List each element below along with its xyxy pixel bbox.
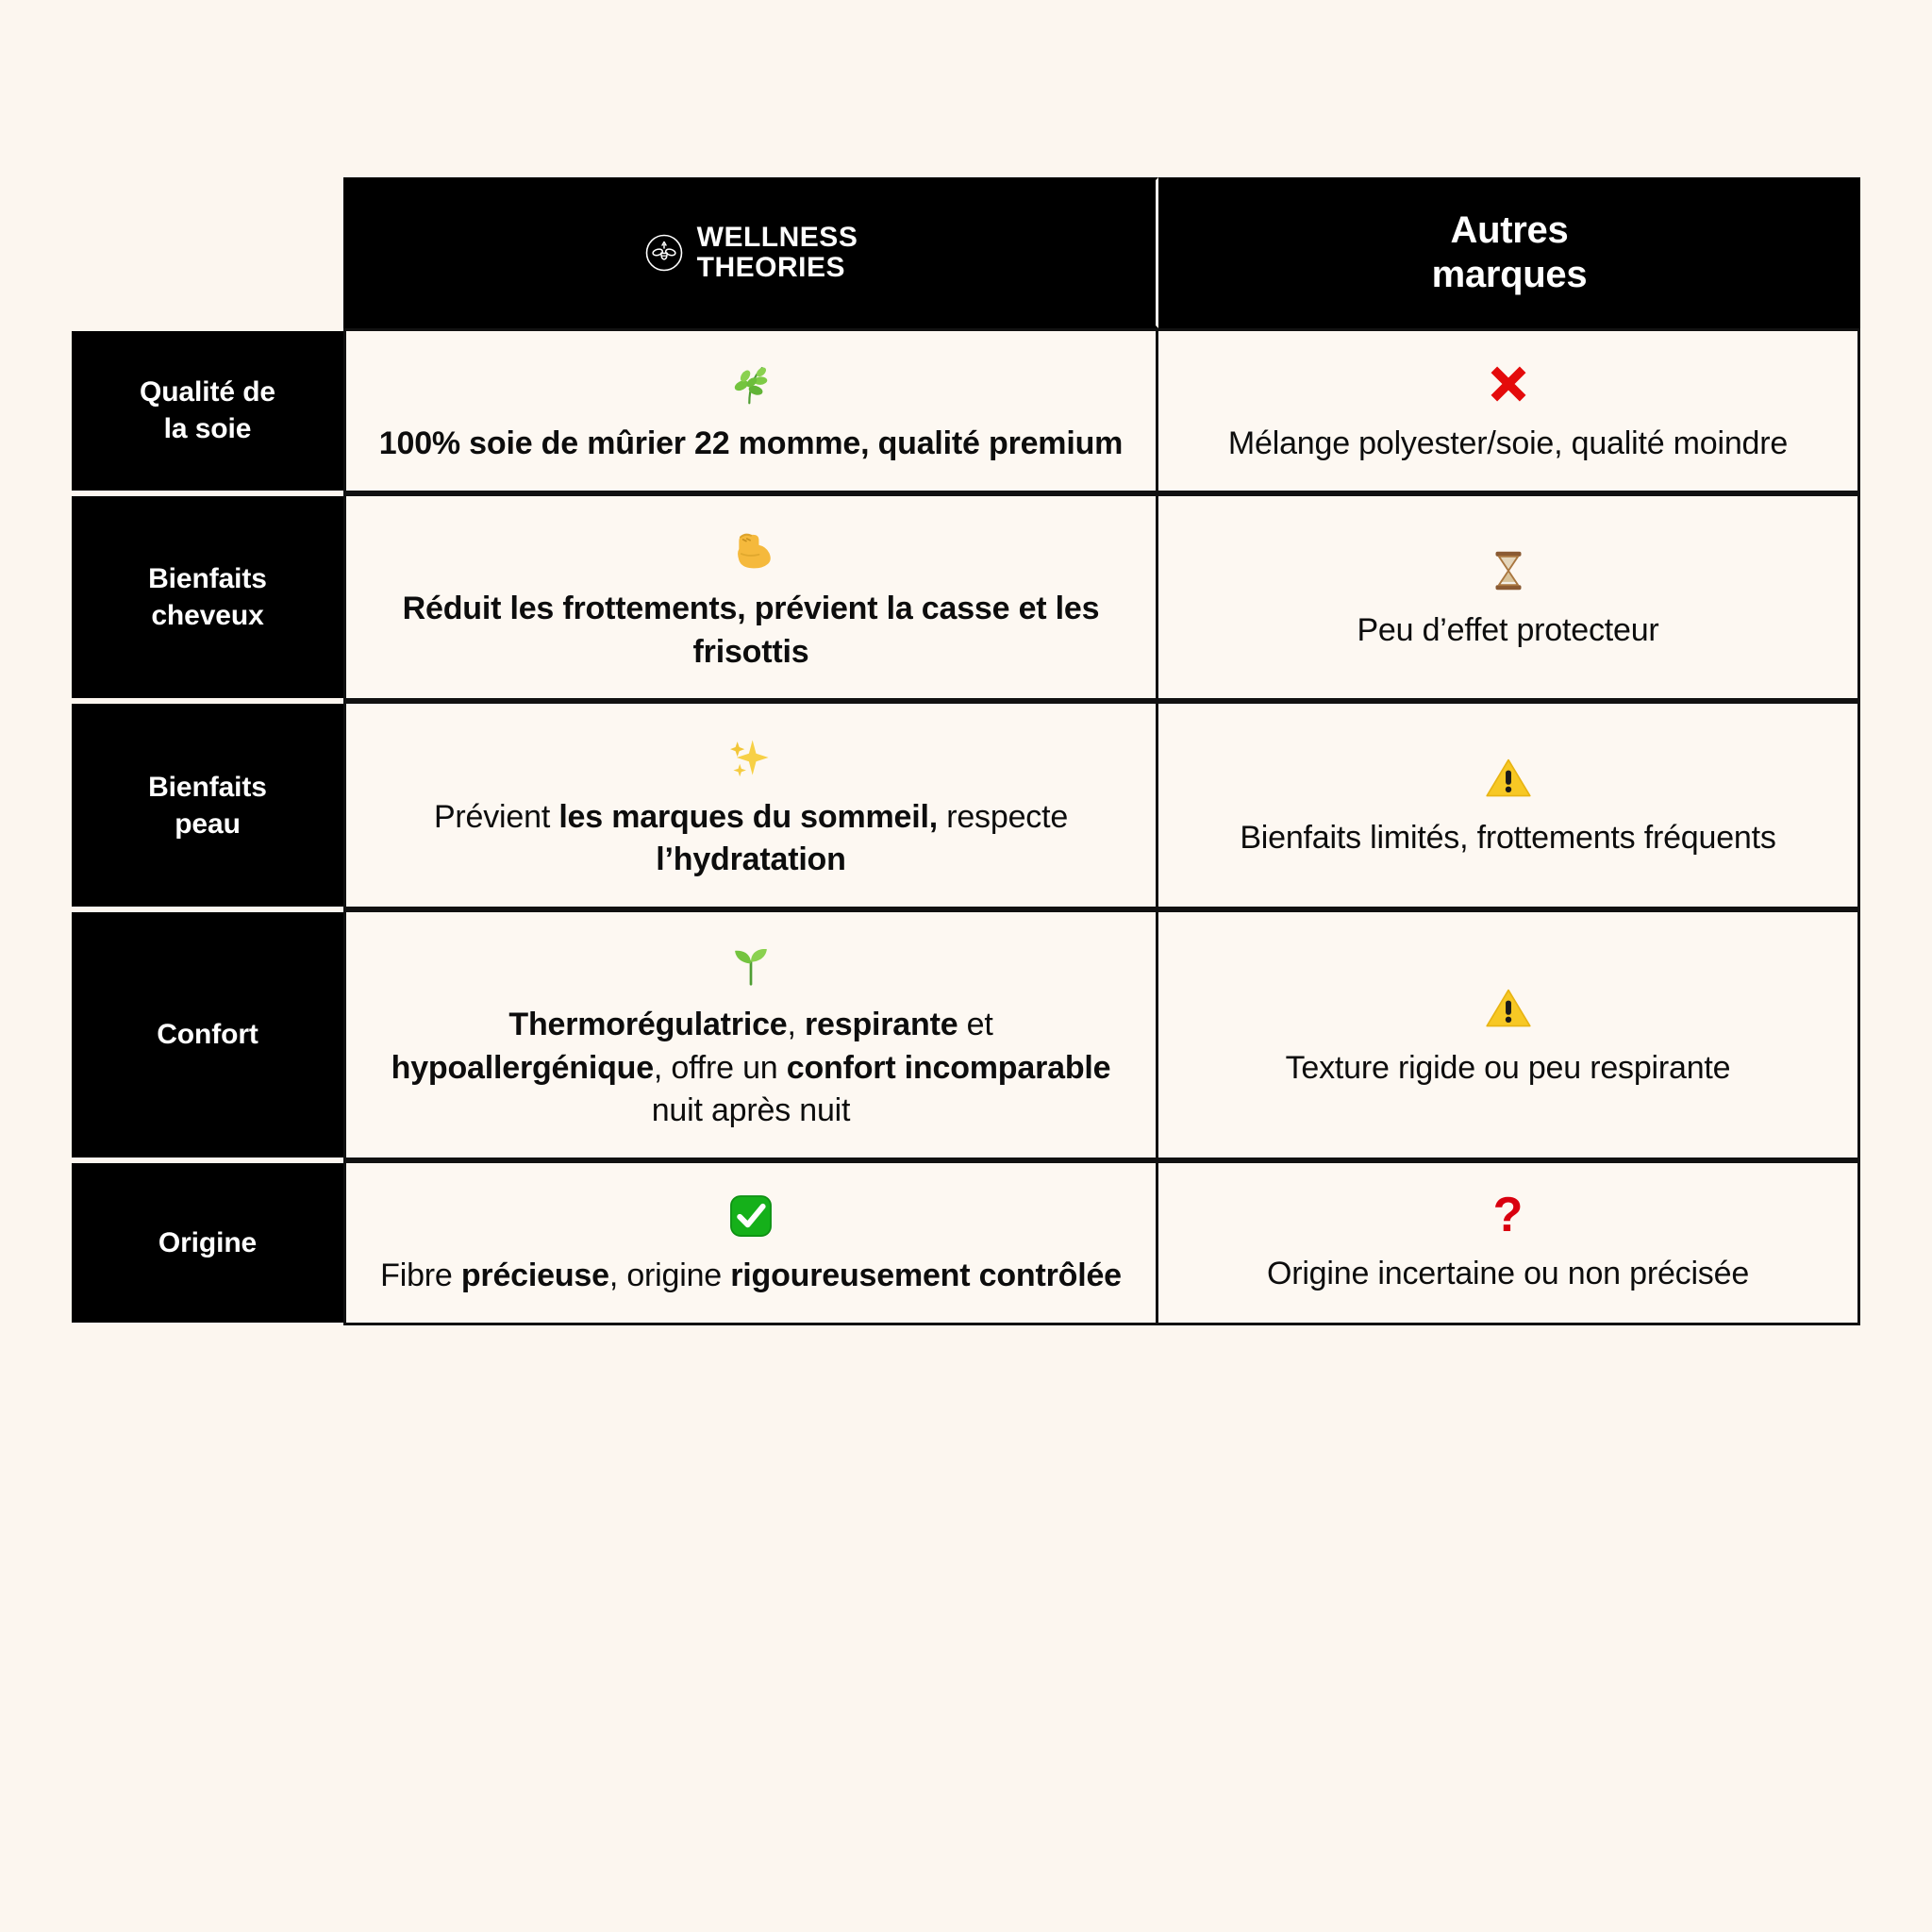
cell-brand-row-1: 100% soie de mûrier 22 momme, qualité pr… bbox=[343, 328, 1158, 493]
cell-other-row-5: ? Origine incertaine ou non précisée bbox=[1158, 1159, 1860, 1325]
flexed-biceps-emoji bbox=[373, 521, 1129, 575]
cell-brand-row-2: Réduit les frottements, prévient la cass… bbox=[343, 492, 1158, 702]
herb-emoji bbox=[373, 356, 1129, 409]
brand-line-2: THEORIES bbox=[696, 252, 846, 283]
header-corner-spacer bbox=[72, 177, 343, 328]
warning-emoji bbox=[1185, 750, 1831, 804]
cell-brand-text-row-5: Fibre précieuse, origine rigoureusement … bbox=[380, 1257, 1122, 1294]
cell-brand-text-row-4: Thermorégulatrice, respirante et hypoall… bbox=[391, 1007, 1111, 1129]
row-label-1: Qualité de la soie bbox=[72, 328, 343, 493]
table-row: Confort Thermorégulatrice, respirante et … bbox=[72, 908, 1860, 1160]
cell-other-text-row-5: Origine incertaine ou non précisée bbox=[1266, 1256, 1750, 1292]
question-mark-emoji: ? bbox=[1492, 1188, 1524, 1243]
table-row: Bienfaits peau Prévient les marques du so… bbox=[72, 701, 1860, 909]
cell-brand-text-row-2: Réduit les frottements, prévient la cass… bbox=[402, 591, 1100, 670]
cross-mark-emoji bbox=[1185, 356, 1831, 409]
row-label-4: Confort bbox=[72, 908, 343, 1160]
sparkles-emoji bbox=[373, 728, 1129, 782]
cell-brand-row-4: Thermorégulatrice, respirante et hypoall… bbox=[343, 908, 1158, 1160]
cell-brand-row-3: Prévient les marques du sommeil, respect… bbox=[343, 701, 1158, 909]
row-label-5: Origine bbox=[72, 1159, 343, 1325]
bee-circle-logo-icon bbox=[644, 233, 684, 273]
header-brand-column: WELLNESS THEORIES bbox=[343, 177, 1158, 328]
row-label-2: Bienfaits cheveux bbox=[72, 492, 343, 702]
table-body: Qualité de la soie 100% soie de mûrier 22… bbox=[72, 328, 1860, 1325]
cell-other-text-row-4: Texture rigide ou peu respirante bbox=[1285, 1049, 1731, 1086]
row-label-3: Bienfaits peau bbox=[72, 701, 343, 909]
cell-brand-row-5: Fibre précieuse, origine rigoureusement … bbox=[343, 1159, 1158, 1325]
hourglass-emoji bbox=[1185, 542, 1831, 596]
check-mark-button-emoji bbox=[373, 1188, 1129, 1241]
cell-other-row-2: Peu d’effet protecteur bbox=[1158, 492, 1860, 702]
header-other-column: Autres marques bbox=[1158, 177, 1860, 328]
cell-other-text-row-2: Peu d’effet protecteur bbox=[1357, 612, 1659, 649]
table-row: Qualité de la soie 100% soie de mûrier 22… bbox=[72, 328, 1860, 493]
table-header: WELLNESS THEORIES Autres marques bbox=[72, 177, 1860, 328]
warning-emoji bbox=[1185, 979, 1831, 1033]
brand-wordmark: WELLNESS THEORIES bbox=[697, 223, 858, 283]
cell-other-row-4: Texture rigide ou peu respirante bbox=[1158, 908, 1860, 1160]
cell-other-text-row-1: Mélange polyester/soie, qualité moindre bbox=[1227, 425, 1789, 462]
cell-brand-text-row-3: Prévient les marques du sommeil, respect… bbox=[433, 798, 1069, 878]
cell-other-row-3: Bienfaits limités, frottements fréquents bbox=[1158, 701, 1860, 909]
seedling-emoji bbox=[373, 937, 1129, 991]
cell-other-text-row-3: Bienfaits limités, frottements fréquents bbox=[1240, 820, 1776, 857]
cell-brand-text-row-1: 100% soie de mûrier 22 momme, qualité pr… bbox=[378, 425, 1124, 462]
brand-comparison-table: WELLNESS THEORIES Autres marques Qualité… bbox=[72, 177, 1860, 1325]
header-other-title: Autres marques bbox=[1431, 208, 1588, 295]
brand-line-1: WELLNESS bbox=[696, 222, 858, 254]
cell-other-row-1: Mélange polyester/soie, qualité moindre bbox=[1158, 328, 1860, 493]
table-row: Bienfaits cheveux Réduit les frottements,… bbox=[72, 492, 1860, 702]
brand-lockup: WELLNESS THEORIES bbox=[346, 223, 1156, 283]
